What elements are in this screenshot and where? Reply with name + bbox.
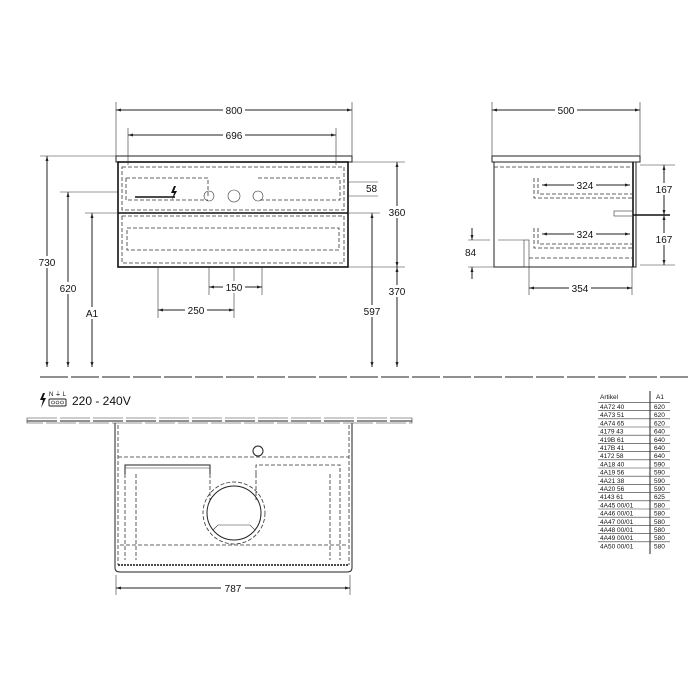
plan-view: 787: [26, 417, 413, 595]
table-cell-artikel: 4A21 38: [600, 478, 625, 485]
table-cell-artikel: 4A72 40: [600, 404, 625, 411]
voltage-label: 220 - 240V: [72, 394, 131, 408]
table-cell-artikel: 4A19 56: [600, 470, 625, 477]
article-table: Artikel A1 4A72 40 620 4A73 51 620 4A74 65 62…: [598, 391, 670, 554]
table-cell-a1: 580: [654, 543, 665, 550]
table-cell-a1: 580: [654, 511, 665, 518]
dim-354: 354: [572, 284, 589, 295]
table-cell-artikel: 4A49 00/01: [600, 535, 634, 542]
table-row: 4A73 51 620: [598, 410, 670, 419]
table-row: 4A50 00/01 580: [598, 541, 670, 550]
tap-hole-icon: [252, 445, 264, 457]
dim-730: 730: [39, 258, 56, 269]
dim-370: 370: [389, 287, 406, 298]
lightning-icon: [40, 393, 46, 408]
table-cell-artikel: 4A20 56: [600, 486, 625, 493]
table-cell-a1: 640: [654, 437, 665, 444]
table-cell-a1: 640: [654, 445, 665, 452]
table-header-a1: A1: [656, 394, 664, 401]
table-cell-artikel: 4A50 00/01: [600, 543, 634, 550]
table-row: 4143 61 625: [598, 492, 670, 501]
terminal-labels: N ⏚ L: [49, 391, 67, 398]
table-cell-a1: 625: [654, 494, 665, 501]
dim-150: 150: [226, 283, 243, 294]
table-row: 4179 43 640: [598, 426, 670, 436]
lightning-icon: [171, 186, 177, 200]
table-row: 4A46 00/01 580: [598, 508, 670, 518]
table-cell-a1: 640: [654, 453, 665, 460]
table-row: 4A20 56 590: [598, 484, 670, 493]
dim-597: 597: [364, 307, 381, 318]
table-cell-a1: 580: [654, 535, 665, 542]
siphon-cutout: [202, 481, 266, 545]
table-cell-a1: 620: [654, 412, 665, 419]
table-row: 4A74 65 620: [598, 418, 670, 427]
side-cabinet-body: [493, 161, 637, 268]
table-row: 4A21 38 590: [598, 475, 670, 485]
dim-800: 800: [226, 106, 243, 117]
dim-84: 84: [465, 248, 477, 259]
table-cell-artikel: 4A74 65: [600, 420, 625, 427]
side-view: 324 324 500 167 167 84 354: [465, 102, 676, 295]
dim-500: 500: [558, 106, 575, 117]
table-cell-artikel: 4143 61: [600, 494, 624, 501]
countertop: [115, 155, 353, 163]
table-cell-a1: 590: [654, 461, 665, 468]
outlet-right-icon: [252, 190, 264, 202]
dim-250: 250: [188, 306, 205, 317]
table-cell-artikel: 419B 61: [600, 437, 625, 444]
cabinet-body: [117, 161, 349, 268]
table-cell-a1: 620: [654, 420, 665, 427]
dim-360: 360: [389, 208, 406, 219]
table-row: 4A47 00/01 580: [598, 516, 670, 526]
dim-a1: A1: [86, 309, 99, 320]
table-cell-a1: 640: [654, 429, 665, 436]
table-cell-a1: 580: [654, 527, 665, 534]
table-cell-artikel: 4A73 51: [600, 412, 625, 419]
dim-58: 58: [366, 184, 378, 195]
table-cell-artikel: 4172 58: [600, 453, 624, 460]
dim-167-top: 167: [656, 185, 673, 196]
table-row: 419B 61 640: [598, 434, 670, 444]
table-cell-artikel: 4A18 40: [600, 461, 625, 468]
outlet-center-icon: [227, 189, 241, 203]
dim-620: 620: [60, 284, 77, 295]
table-row: 4A48 00/01 580: [598, 525, 670, 534]
table-cell-artikel: 4A48 00/01: [600, 527, 634, 534]
table-cell-a1: 580: [654, 502, 665, 509]
table-row: 4172 58 640: [598, 451, 670, 460]
table-cell-artikel: 417B 41: [600, 445, 625, 452]
electrical-spec: N ⏚ L 220 - 240V: [40, 391, 131, 408]
table-row: 4A45 00/01 580: [598, 500, 670, 509]
table-cell-artikel: 4A47 00/01: [600, 519, 634, 526]
table-row: 4A18 40 590: [598, 459, 670, 468]
table-cell-a1: 590: [654, 478, 665, 485]
table-cell-a1: 590: [654, 486, 665, 493]
table-cell-artikel: 4A45 00/01: [600, 502, 634, 509]
dim-324-top: 324: [577, 181, 594, 192]
dim-696: 696: [226, 131, 243, 142]
table-cell-artikel: 4A46 00/01: [600, 511, 634, 518]
table-cell-artikel: 4179 43: [600, 429, 624, 436]
table-cell-a1: 620: [654, 404, 665, 411]
table-row: 417B 41 640: [598, 443, 670, 452]
outlet-left-icon: [203, 190, 215, 202]
table-cell-a1: 580: [654, 519, 665, 526]
table-row: 4A19 56 590: [598, 467, 670, 477]
plan-cabinet-outline: [114, 423, 353, 573]
table-row: 4A72 40 620: [598, 402, 670, 411]
terminal-block-icon: [48, 398, 67, 407]
dim-787: 787: [225, 584, 242, 595]
table-row: 4A49 00/01 580: [598, 533, 670, 542]
dim-324-bottom: 324: [577, 230, 594, 241]
table-header-artikel: Artikel: [600, 394, 619, 401]
dim-167-bottom: 167: [656, 235, 673, 246]
table-cell-a1: 590: [654, 470, 665, 477]
front-view: 800 696 730 620 A1 58 360 370 597: [33, 102, 690, 378]
